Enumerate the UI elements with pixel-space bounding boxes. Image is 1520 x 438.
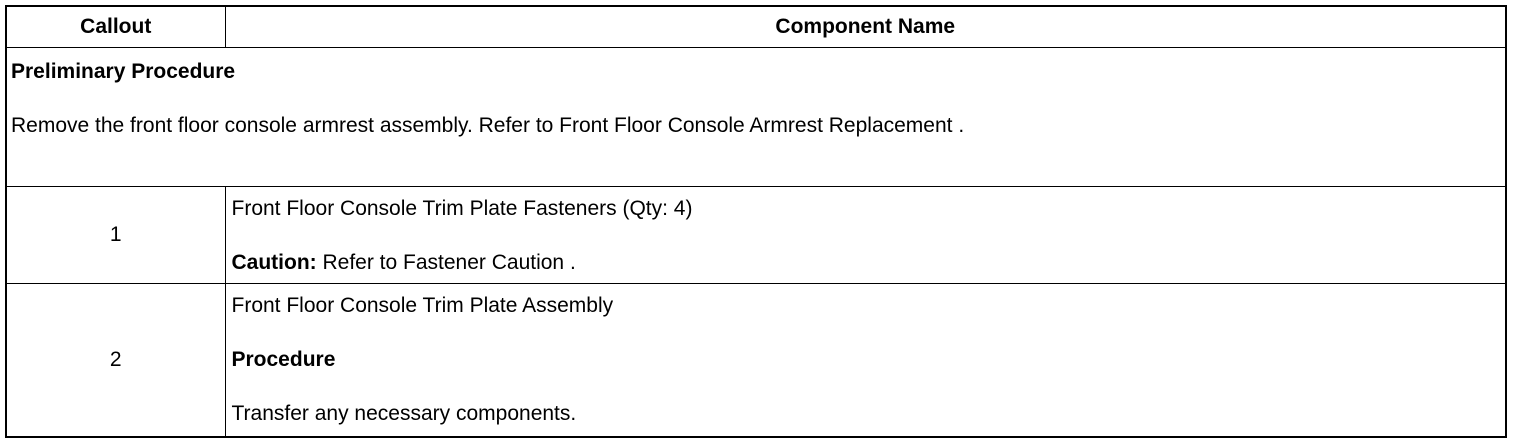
preliminary-cell: Preliminary Procedure Remove the front f… <box>5 47 1507 187</box>
table-row: 2 Front Floor Console Trim Plate Assembl… <box>5 283 1507 438</box>
component-cell: Front Floor Console Trim Plate Fasteners… <box>224 186 1507 284</box>
callout-cell: 2 <box>5 283 226 438</box>
preliminary-text: Remove the front floor console armrest a… <box>11 114 965 137</box>
component-name: Front Floor Console Trim Plate Assembly <box>231 294 614 317</box>
caution-text: Refer to Fastener Caution . <box>316 251 576 274</box>
preliminary-row: Preliminary Procedure Remove the front f… <box>5 47 1507 187</box>
callout-cell: 1 <box>5 186 226 284</box>
header-component-name: Component Name <box>224 5 1507 48</box>
header-row: Callout Component Name <box>5 5 1507 48</box>
component-cell: Front Floor Console Trim Plate Assembly … <box>224 283 1507 438</box>
header-callout: Callout <box>5 5 226 48</box>
caution-label: Caution: <box>231 251 317 274</box>
preliminary-title: Preliminary Procedure <box>11 60 236 83</box>
component-name: Front Floor Console Trim Plate Fasteners… <box>231 197 693 220</box>
procedure-label: Procedure <box>231 348 336 371</box>
procedure-text: Transfer any necessary components. <box>231 402 577 425</box>
table-row: 1 Front Floor Console Trim Plate Fastene… <box>5 186 1507 284</box>
component-table: Callout Component Name Preliminary Proce… <box>5 5 1507 438</box>
caution-line: Caution: Refer to Fastener Caution . <box>232 251 1506 275</box>
